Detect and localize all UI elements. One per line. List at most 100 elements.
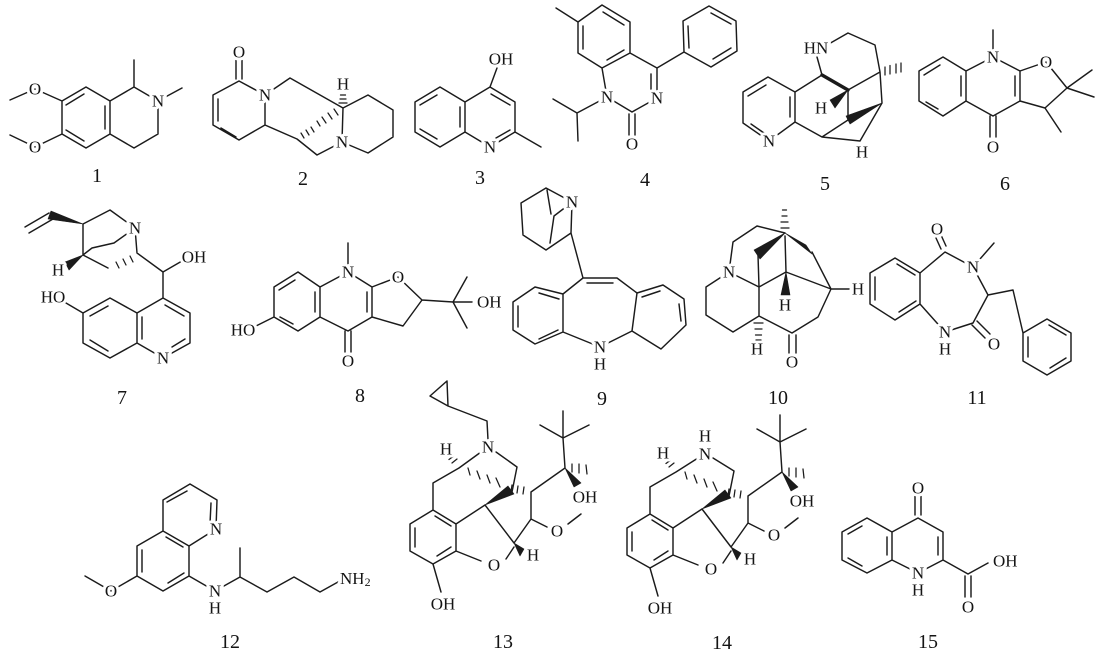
ketone-oxygen-label: O xyxy=(786,353,798,372)
hydroxyl-label: OH xyxy=(182,248,207,267)
ketone-oxygen-label: O xyxy=(626,135,638,154)
compound-13: H N OH O H O OH 13 xyxy=(409,380,600,653)
bond-lines xyxy=(255,242,473,353)
methoxy-oxygen-label: O xyxy=(768,526,780,545)
wedge-bonds xyxy=(701,471,799,561)
hydroxyl-label: OH xyxy=(477,293,502,312)
stereo-hydrogen-label: H xyxy=(440,440,452,459)
furan-oxygen-label: O xyxy=(392,268,404,287)
methoxy-oxygen-label: O xyxy=(29,80,41,99)
quinoline-nitrogen-label: N xyxy=(210,520,222,539)
compound-4: N N O 4 xyxy=(552,4,738,191)
compound-11: O N O N H 11 xyxy=(869,217,1072,409)
nitrogen-label: N xyxy=(987,48,999,67)
compound-number: 12 xyxy=(220,631,240,653)
compound-15: O N H OH O 15 xyxy=(841,476,1021,653)
wedge-bonds xyxy=(829,89,883,125)
nitrogen-label: N xyxy=(482,438,494,457)
bond-lines xyxy=(705,225,850,354)
bond-lines xyxy=(552,4,738,142)
carboxyl-hydroxyl-label: OH xyxy=(993,552,1018,571)
hash-bonds xyxy=(884,62,902,76)
phenol-label: HO xyxy=(41,288,66,307)
compound-10: N H H H O 10 xyxy=(705,209,867,409)
bond-lines xyxy=(869,234,1072,376)
bond-lines xyxy=(414,67,542,148)
compound-number: 10 xyxy=(768,387,788,409)
nh-hydrogen-label: H xyxy=(209,599,221,618)
bond-lines xyxy=(212,59,394,156)
stereo-hydrogen-label: H xyxy=(751,340,763,359)
bold-bond xyxy=(820,73,850,92)
stereo-hydrogen-label: H xyxy=(744,550,756,569)
compound-5: HN H H N 5 xyxy=(742,32,902,195)
nitrogen-label: N xyxy=(699,445,711,464)
nitrogen-label: N xyxy=(336,133,348,152)
nitrogen-label: N xyxy=(484,138,496,157)
hydroxyl-label: OH xyxy=(573,488,598,507)
compound-number: 9 xyxy=(597,388,607,410)
nh-hydrogen-label: H xyxy=(699,427,711,446)
methoxy-oxygen-label: O xyxy=(105,582,117,601)
compound-12: N O N H NH2 12 xyxy=(84,483,374,653)
compound-7: N OH H HO N 7 xyxy=(24,209,209,409)
compound-number: 6 xyxy=(1000,173,1010,195)
amide-nitrogen-label: N xyxy=(939,323,951,342)
ketone-oxygen-label: O xyxy=(988,335,1000,354)
nh-hydrogen-label: H xyxy=(912,581,924,600)
wedge-bonds xyxy=(47,210,84,271)
bond-lines xyxy=(841,495,989,598)
nitrogen-label: N xyxy=(651,89,663,108)
stereo-hydrogen-label: H xyxy=(856,143,868,162)
methoxy-oxygen-label: O xyxy=(551,522,563,541)
compound-8: N O OH HO O 8 xyxy=(228,242,505,407)
compound-number: 8 xyxy=(355,385,365,407)
stereo-hydrogen-label: H xyxy=(657,444,669,463)
nitrogen-label: N xyxy=(152,92,164,111)
compound-number: 5 xyxy=(820,173,830,195)
nitrogen-label: N xyxy=(342,263,354,282)
compound-number: 11 xyxy=(967,387,986,409)
nh-hydrogen-label: H xyxy=(594,355,606,374)
quinoline-nitrogen-label: N xyxy=(157,349,169,368)
pyridine-nitrogen-label: N xyxy=(763,132,775,151)
compound-9: N N H 9 xyxy=(512,187,687,410)
primary-amine-label: NH2 xyxy=(340,569,371,590)
wedge-bonds xyxy=(484,467,582,557)
hash-bonds xyxy=(753,209,790,341)
compound-number: 3 xyxy=(475,167,485,189)
compound-2: O N H N 2 xyxy=(212,40,394,190)
phenol-label: HO xyxy=(231,321,256,340)
stereo-hydrogen-label: H xyxy=(779,296,791,315)
nitrogen-label: N xyxy=(912,564,924,583)
quinuclidine-nitrogen-label: N xyxy=(566,193,578,212)
nh-hydrogen-label: H xyxy=(939,340,951,359)
bond-lines xyxy=(9,59,183,149)
amine-nh-label: HN xyxy=(804,39,829,58)
hash-bonds xyxy=(445,452,588,495)
bond-lines xyxy=(84,483,339,593)
methoxy-oxygen-label: O xyxy=(29,138,41,157)
hydroxyl-label: OH xyxy=(489,50,514,69)
quinuclidine-nitrogen-label: N xyxy=(129,219,141,238)
compound-number: 13 xyxy=(493,631,513,653)
compound-number: 14 xyxy=(712,632,732,654)
ketone-oxygen-label: O xyxy=(912,479,924,498)
phenol-label: OH xyxy=(648,599,673,618)
bond-lines xyxy=(24,209,191,359)
bond-lines xyxy=(742,32,883,142)
furan-oxygen-label: O xyxy=(1040,53,1052,72)
ketone-oxygen-label: O xyxy=(233,43,245,62)
furan-oxygen-label: O xyxy=(488,556,500,575)
furan-oxygen-label: O xyxy=(705,560,717,579)
nitrogen-label: N xyxy=(259,86,271,105)
wedge-bonds xyxy=(753,232,813,296)
stereo-hydrogen-label: H xyxy=(52,261,64,280)
compound-1: O O N 1 xyxy=(9,59,183,187)
ketone-oxygen-label: O xyxy=(931,220,943,239)
azepine-nitrogen-label: N xyxy=(594,338,606,357)
compound-number: 4 xyxy=(640,169,650,191)
hash-bonds xyxy=(662,456,805,499)
stereo-hydrogen-label: H xyxy=(337,75,349,94)
